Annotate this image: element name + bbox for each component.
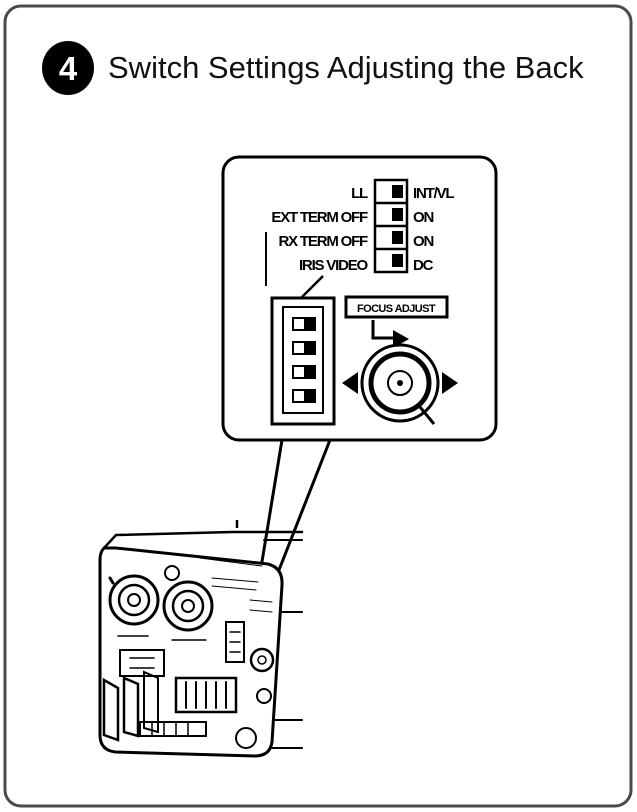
switch-toggle-3 xyxy=(392,231,403,244)
switch-block xyxy=(373,178,409,274)
focus-arrow-line xyxy=(371,320,397,340)
switch-row-1-left: LL xyxy=(351,185,368,202)
switch-toggle-2 xyxy=(392,208,403,221)
switch-row-4-right: DC xyxy=(413,257,434,274)
switch-row-1-right: INT/VL xyxy=(413,185,454,202)
switch-toggle-4 xyxy=(392,254,403,267)
dip-switch-legend: LL INT/VL EXT TERM OFF ON RX TERM OFF ON… xyxy=(265,178,456,286)
focus-adjust-knob xyxy=(342,343,458,425)
switch-row-3-left: RX TERM OFF xyxy=(279,233,368,250)
switch-row-2-left: EXT TERM OFF xyxy=(271,209,368,226)
camera-dip-row xyxy=(174,676,238,714)
step-badge: 4 xyxy=(42,41,94,95)
bnc-connector-2-icon xyxy=(162,565,214,632)
camera-illustration xyxy=(98,530,304,758)
focus-arrow-head xyxy=(393,330,409,348)
bnc-connector-1-icon xyxy=(108,574,160,626)
focus-adjust-label-box: FOCUS ADJUST xyxy=(344,295,449,319)
page-title: Switch Settings Adjusting the Back xyxy=(108,50,584,85)
focus-adjust-label: FOCUS ADJUST xyxy=(357,303,436,315)
bottom-knob-icon xyxy=(235,727,257,749)
step-number: 4 xyxy=(59,50,78,87)
arrow-left-icon xyxy=(342,372,358,394)
switch-row-3-right: ON xyxy=(413,233,433,250)
switch-row-4-left: IRIS VIDEO xyxy=(299,257,369,274)
arrow-right-icon xyxy=(442,372,458,394)
knob-leader xyxy=(418,406,436,425)
bottom-terminal-strip xyxy=(139,721,207,737)
camera-side-switch xyxy=(225,621,245,663)
step-badge-circle xyxy=(42,41,94,95)
side-switch-bank xyxy=(270,296,336,426)
focus-label-frame xyxy=(344,295,449,319)
terminal-block-left xyxy=(102,677,120,742)
leader-line xyxy=(300,275,324,299)
camera-focus-knob-icon xyxy=(249,647,275,673)
switch-toggle-1 xyxy=(392,185,403,198)
switch-row-2-right: ON xyxy=(413,209,433,226)
